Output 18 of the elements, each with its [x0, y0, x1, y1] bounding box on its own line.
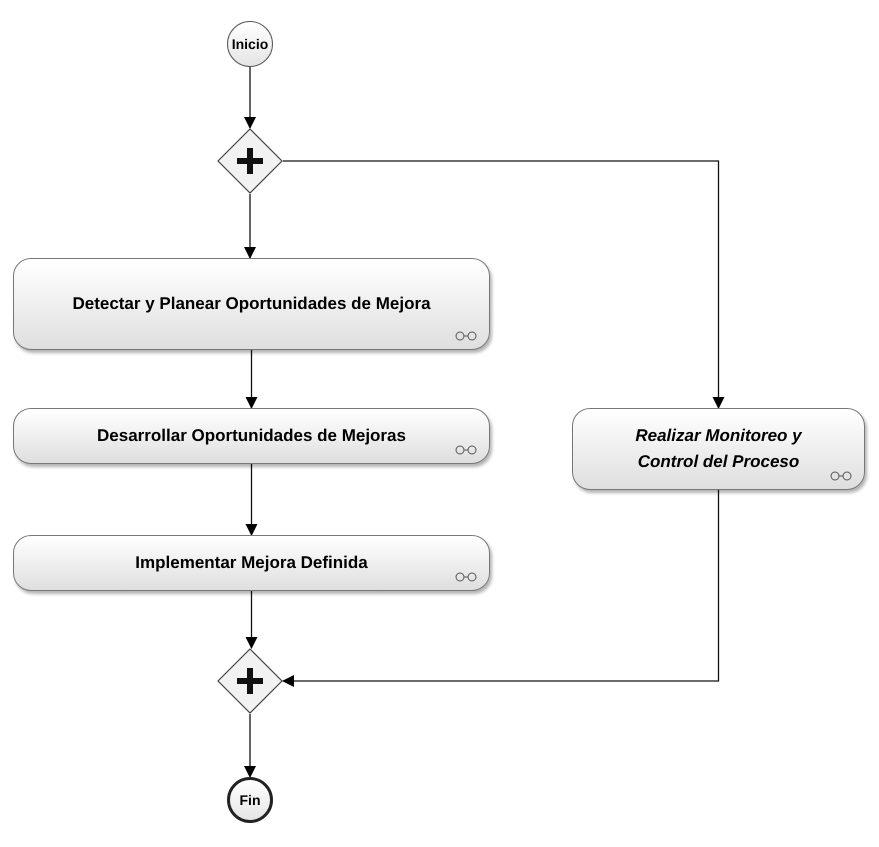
task-box	[13, 408, 490, 464]
node-label: Detectar y Planear Oportunidades de Mejora	[72, 292, 431, 315]
task-box	[572, 408, 865, 490]
node-label: Implementar Mejora Definida	[135, 552, 368, 574]
node-label: Desarrollar Oportunidades de Mejoras	[97, 424, 406, 447]
sequence-arrow	[283, 160, 724, 409]
sequence-arrow	[246, 464, 258, 536]
sequence-arrow	[246, 350, 258, 409]
sequence-arrow	[246, 591, 258, 649]
node-label: Fin	[240, 790, 260, 810]
sequence-arrow	[244, 67, 256, 129]
sequence-arrow	[282, 490, 720, 687]
task-box	[13, 535, 490, 591]
sequence-arrow	[244, 714, 256, 778]
node-label: Realizar Monitoreo y Control del Proceso	[634, 424, 804, 473]
task-box	[13, 258, 490, 350]
sequence-arrow	[244, 194, 256, 259]
node-label: Inicio	[232, 34, 268, 54]
